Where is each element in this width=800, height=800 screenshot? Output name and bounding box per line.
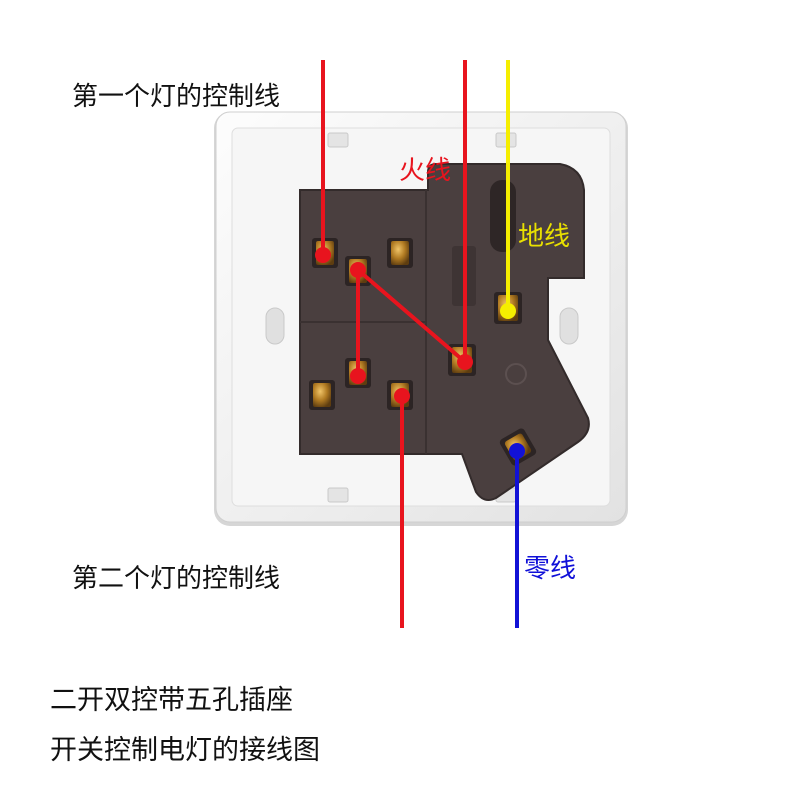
terminal-l1-bottom xyxy=(309,380,335,410)
switch-socket-body xyxy=(299,163,590,501)
live-wire-label: 火线 xyxy=(399,156,452,186)
dot-second-light xyxy=(394,388,410,404)
neutral-wire-label: 零线 xyxy=(524,554,577,584)
first-light-wire-label: 第一个灯的控制线 xyxy=(72,82,281,112)
second-light-wire-label: 第二个灯的控制线 xyxy=(72,564,281,594)
ground-wire-label: 地线 xyxy=(518,222,571,252)
dot-socket-neutral xyxy=(509,443,525,459)
dot-socket-ground xyxy=(500,303,516,319)
live-bridge-top xyxy=(356,268,467,364)
terminal-l2-right xyxy=(387,238,413,268)
dot-common-bottom xyxy=(350,368,366,384)
dot-first-light xyxy=(315,247,331,263)
wires xyxy=(321,60,519,628)
dot-socket-live xyxy=(457,354,473,370)
dot-common-top xyxy=(350,262,366,278)
caption-subtitle: 开关控制电灯的接线图 xyxy=(50,735,320,766)
connection-dots xyxy=(315,247,525,459)
caption-title: 二开双控带五孔插座 xyxy=(50,685,293,716)
